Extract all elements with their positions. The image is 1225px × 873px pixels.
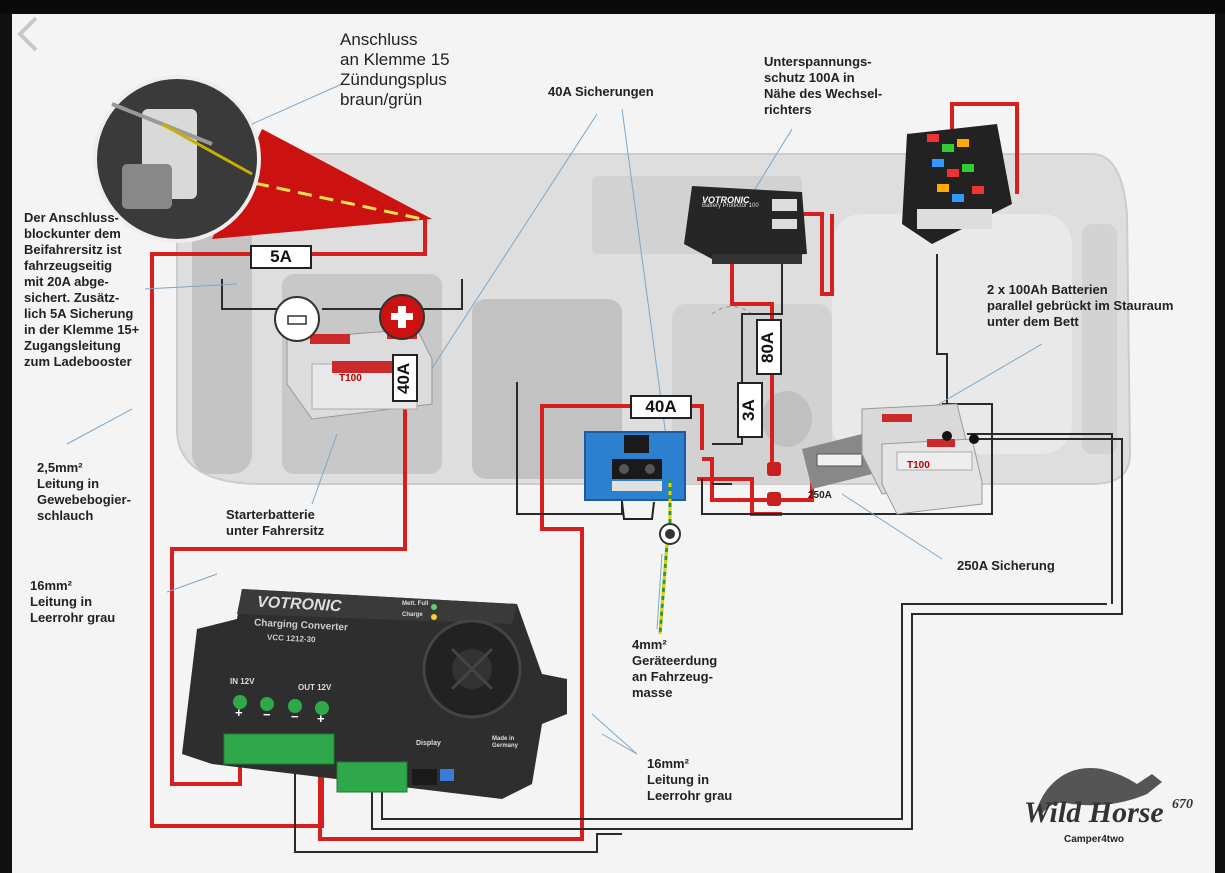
device-model: VCC 1212-30	[266, 632, 316, 645]
logo-number: 670	[1172, 797, 1193, 812]
connector-photo	[93, 75, 261, 243]
magnifier-cone	[212, 129, 432, 239]
label-line: Zugangsleitung	[24, 338, 121, 353]
device-in-label: IN 12V	[230, 677, 255, 686]
label-line: Beifahrersitz ist	[24, 242, 122, 257]
label-line: Leitung in	[37, 476, 100, 491]
label-line: blockunter dem	[24, 226, 121, 241]
label-line: unter Fahrersitz	[226, 523, 325, 538]
label-line: unter dem Bett	[987, 314, 1079, 329]
label-line: Nähe des Wechsel-	[764, 86, 883, 101]
diagram-graphics	[66, 75, 1162, 853]
terminal-3: −	[291, 709, 299, 724]
charging-converter	[182, 589, 567, 799]
label-line: 2 x 100Ah Batterien	[987, 282, 1108, 297]
label-leitung-2-5: 2,5mm² Leitung in Gewebebogier- schlauch	[37, 460, 131, 524]
label-anschluss: Anschluss an Klemme 15 Zündungsplus brau…	[340, 30, 450, 110]
label-batterien: 2 x 100Ah Batterien parallel gebrückt im…	[987, 282, 1173, 330]
label-250a-sicherung: 250A Sicherung	[957, 558, 1055, 573]
label-line: lich 5A Sicherung	[24, 306, 134, 321]
label-line: Leitung in	[647, 772, 710, 787]
terminal-2: −	[263, 707, 271, 722]
label-line: Leerrohr grau	[647, 788, 733, 803]
label-line: braun/grün	[340, 90, 423, 109]
label-anschlussblock: Der Anschluss- blockunter dem Beifahrers…	[24, 210, 139, 370]
logo-subtitle: Camper4two	[1064, 834, 1125, 845]
label-unterspannung: Unterspannungs- schutz 100A in Nähe des …	[764, 54, 882, 118]
red-switch	[767, 462, 781, 476]
device-out-label: OUT 12V	[298, 683, 332, 692]
label-line: an Fahrzeug-	[632, 669, 713, 684]
label-line: fahrzeugseitig	[24, 258, 113, 273]
house-battery-model: T100	[907, 460, 930, 471]
previous-arrow-icon[interactable]	[12, 14, 46, 54]
label-line: Gewebebogier-	[37, 492, 131, 507]
fuse-5a-label: 5A	[250, 245, 312, 269]
label-line: 2,5mm²	[37, 460, 83, 475]
label-line: Starterbatterie	[226, 507, 315, 522]
terminal-1: +	[235, 705, 243, 720]
protector-name: Battery Protector 100	[702, 203, 759, 209]
label-line: mit 20A abge-	[24, 274, 109, 289]
device-display-label: Display	[416, 740, 441, 747]
logo-name: Wild Horse	[1024, 796, 1164, 829]
fuse-40a-vertical-label: 40A	[392, 354, 418, 402]
label-line: Der Anschluss-	[24, 210, 119, 225]
fuse-250a-small-label: 250A	[808, 490, 832, 501]
label-line: Unterspannungs-	[764, 54, 872, 69]
fuse-block	[902, 124, 1012, 244]
protector-brand: VOTRONIC	[702, 195, 750, 205]
red-switch	[767, 492, 781, 506]
label-line: an Klemme 15	[340, 50, 450, 69]
label-line: 4mm²	[632, 637, 667, 652]
label-leitung-16-left: 16mm² Leitung in Leerrohr grau	[30, 578, 115, 626]
label-line: parallel gebrückt im Stauraum	[987, 298, 1174, 313]
label-line: in der Klemme 15+	[24, 322, 140, 337]
label-40a-sicherungen: 40A Sicherungen	[548, 84, 654, 99]
device-led-charge: Charge	[402, 612, 423, 618]
label-line: Geräteerdung	[632, 653, 718, 668]
label-line: masse	[632, 685, 673, 700]
wiring-diagram: 5A 40A 40A 80A 3A 250A T100 T100 VOTRONI…	[12, 14, 1215, 873]
label-line: 16mm²	[30, 578, 72, 593]
starter-battery-model: T100	[339, 373, 362, 384]
label-line: zum Ladebooster	[24, 354, 132, 369]
label-line: Leerrohr grau	[30, 610, 116, 625]
horse-logo-icon	[1037, 768, 1162, 814]
label-line: richters	[764, 102, 812, 117]
device-made-label: Made in Germany	[492, 736, 519, 749]
fuse-40a-label: 40A	[630, 395, 692, 419]
label-line: 16mm²	[647, 756, 689, 771]
label-line: Leitung in	[30, 594, 93, 609]
battery-protector	[684, 186, 807, 264]
pointer-lines	[66, 83, 1043, 755]
inverter	[584, 431, 686, 501]
label-erdung: 4mm² Geräteerdung an Fahrzeug- masse	[632, 637, 717, 701]
label-starterbatterie: Starterbatterie unter Fahrersitz	[226, 507, 324, 539]
label-line: Anschluss	[340, 30, 418, 49]
device-led-full: Mett. Full	[402, 601, 429, 607]
label-leitung-16-right: 16mm² Leitung in Leerrohr grau	[647, 756, 732, 804]
label-line: schlauch	[37, 508, 94, 523]
viewer-top-bar	[0, 0, 1225, 14]
house-batteries	[861, 403, 983, 515]
terminal-4: +	[317, 711, 325, 726]
fuse-3a-label: 3A	[737, 382, 763, 438]
label-line: Zündungsplus	[340, 70, 447, 89]
label-line: schutz 100A in	[764, 70, 855, 85]
black-wires	[221, 223, 1123, 853]
label-line: sichert. Zusätz-	[24, 290, 120, 305]
fuse-80a-label: 80A	[756, 319, 782, 375]
